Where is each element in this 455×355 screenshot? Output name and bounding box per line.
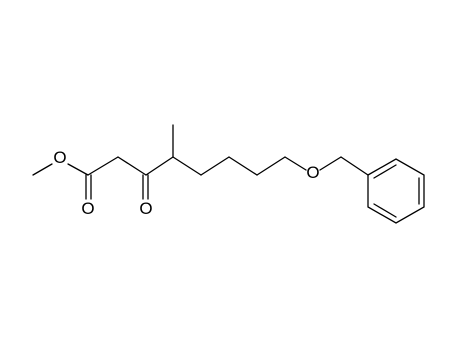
bond-o-carbonyl-c: [67, 163, 89, 176]
benzene-ring: [367, 158, 425, 224]
bond-ether-o-benzyl: [319, 156, 342, 171]
atom-label-ketone-o: O: [139, 199, 152, 218]
bond-carbonyl-ch2: [87, 156, 119, 176]
bond-chain-3: [228, 156, 258, 176]
benzene-double-1: [373, 164, 397, 179]
bond-benzyl-ring: [340, 156, 369, 176]
bond-chain-1: [172, 156, 202, 176]
atom-label-benzyl-ether-o: O: [306, 163, 319, 182]
atom-label-ester-carbonyl-o: O: [81, 199, 94, 218]
bond-methyl-o: [32, 163, 53, 176]
atom-label-ester-ether-o: O: [53, 148, 66, 167]
bond-ch2-ketone-c: [117, 156, 147, 176]
bond-chain-2: [200, 156, 230, 176]
bond-ch2-ether-o: [284, 156, 307, 171]
bond-chain-4: [256, 156, 286, 176]
benzene-double-3: [373, 203, 397, 218]
bond-ketone-ch: [145, 156, 174, 176]
